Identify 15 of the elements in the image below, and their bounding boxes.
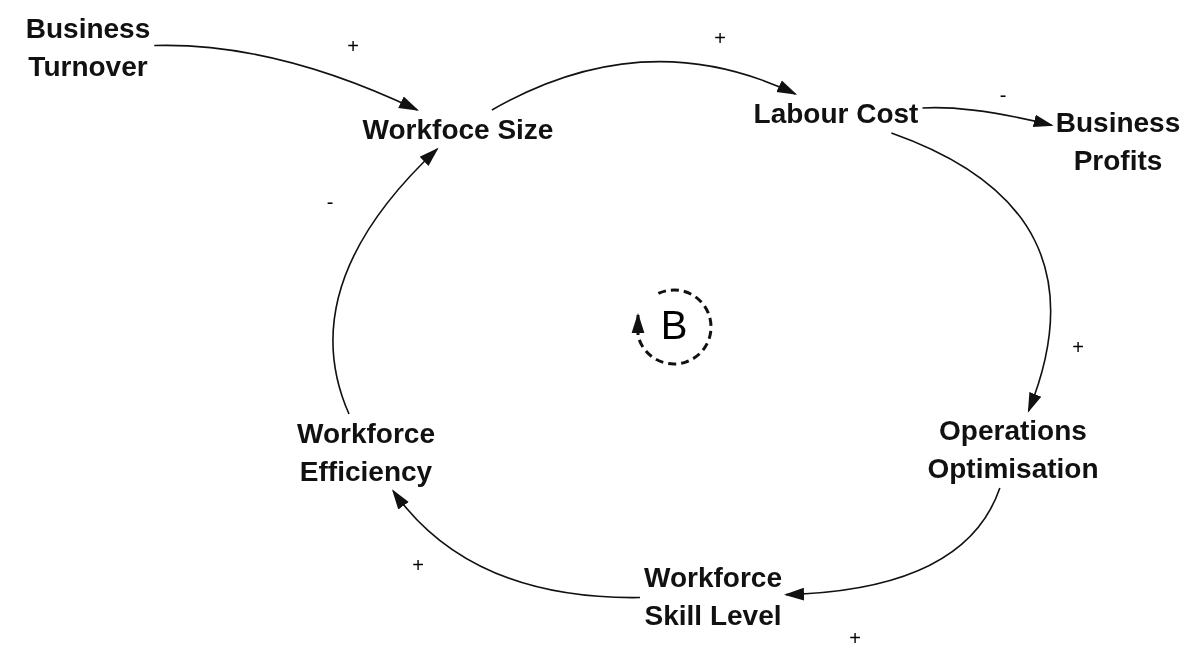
variable-label: Business Turnover — [3, 10, 173, 86]
arrow — [784, 487, 1001, 601]
loop-label: B — [660, 305, 688, 345]
variable-label: Workforce Skill Level — [613, 559, 813, 635]
arrow — [491, 61, 797, 111]
variable-label: Workfoce Size — [358, 111, 558, 149]
variable-label: Workforce Efficiency — [266, 415, 466, 491]
variable-label: Business Profits — [1018, 104, 1203, 180]
arrow — [332, 147, 439, 415]
arrow — [392, 489, 641, 599]
variable-label: Operations Optimisation — [898, 412, 1128, 488]
arrow — [921, 106, 1054, 129]
variable-label: Labour Cost — [736, 95, 936, 133]
arrow — [153, 44, 419, 111]
arrow — [890, 132, 1052, 413]
